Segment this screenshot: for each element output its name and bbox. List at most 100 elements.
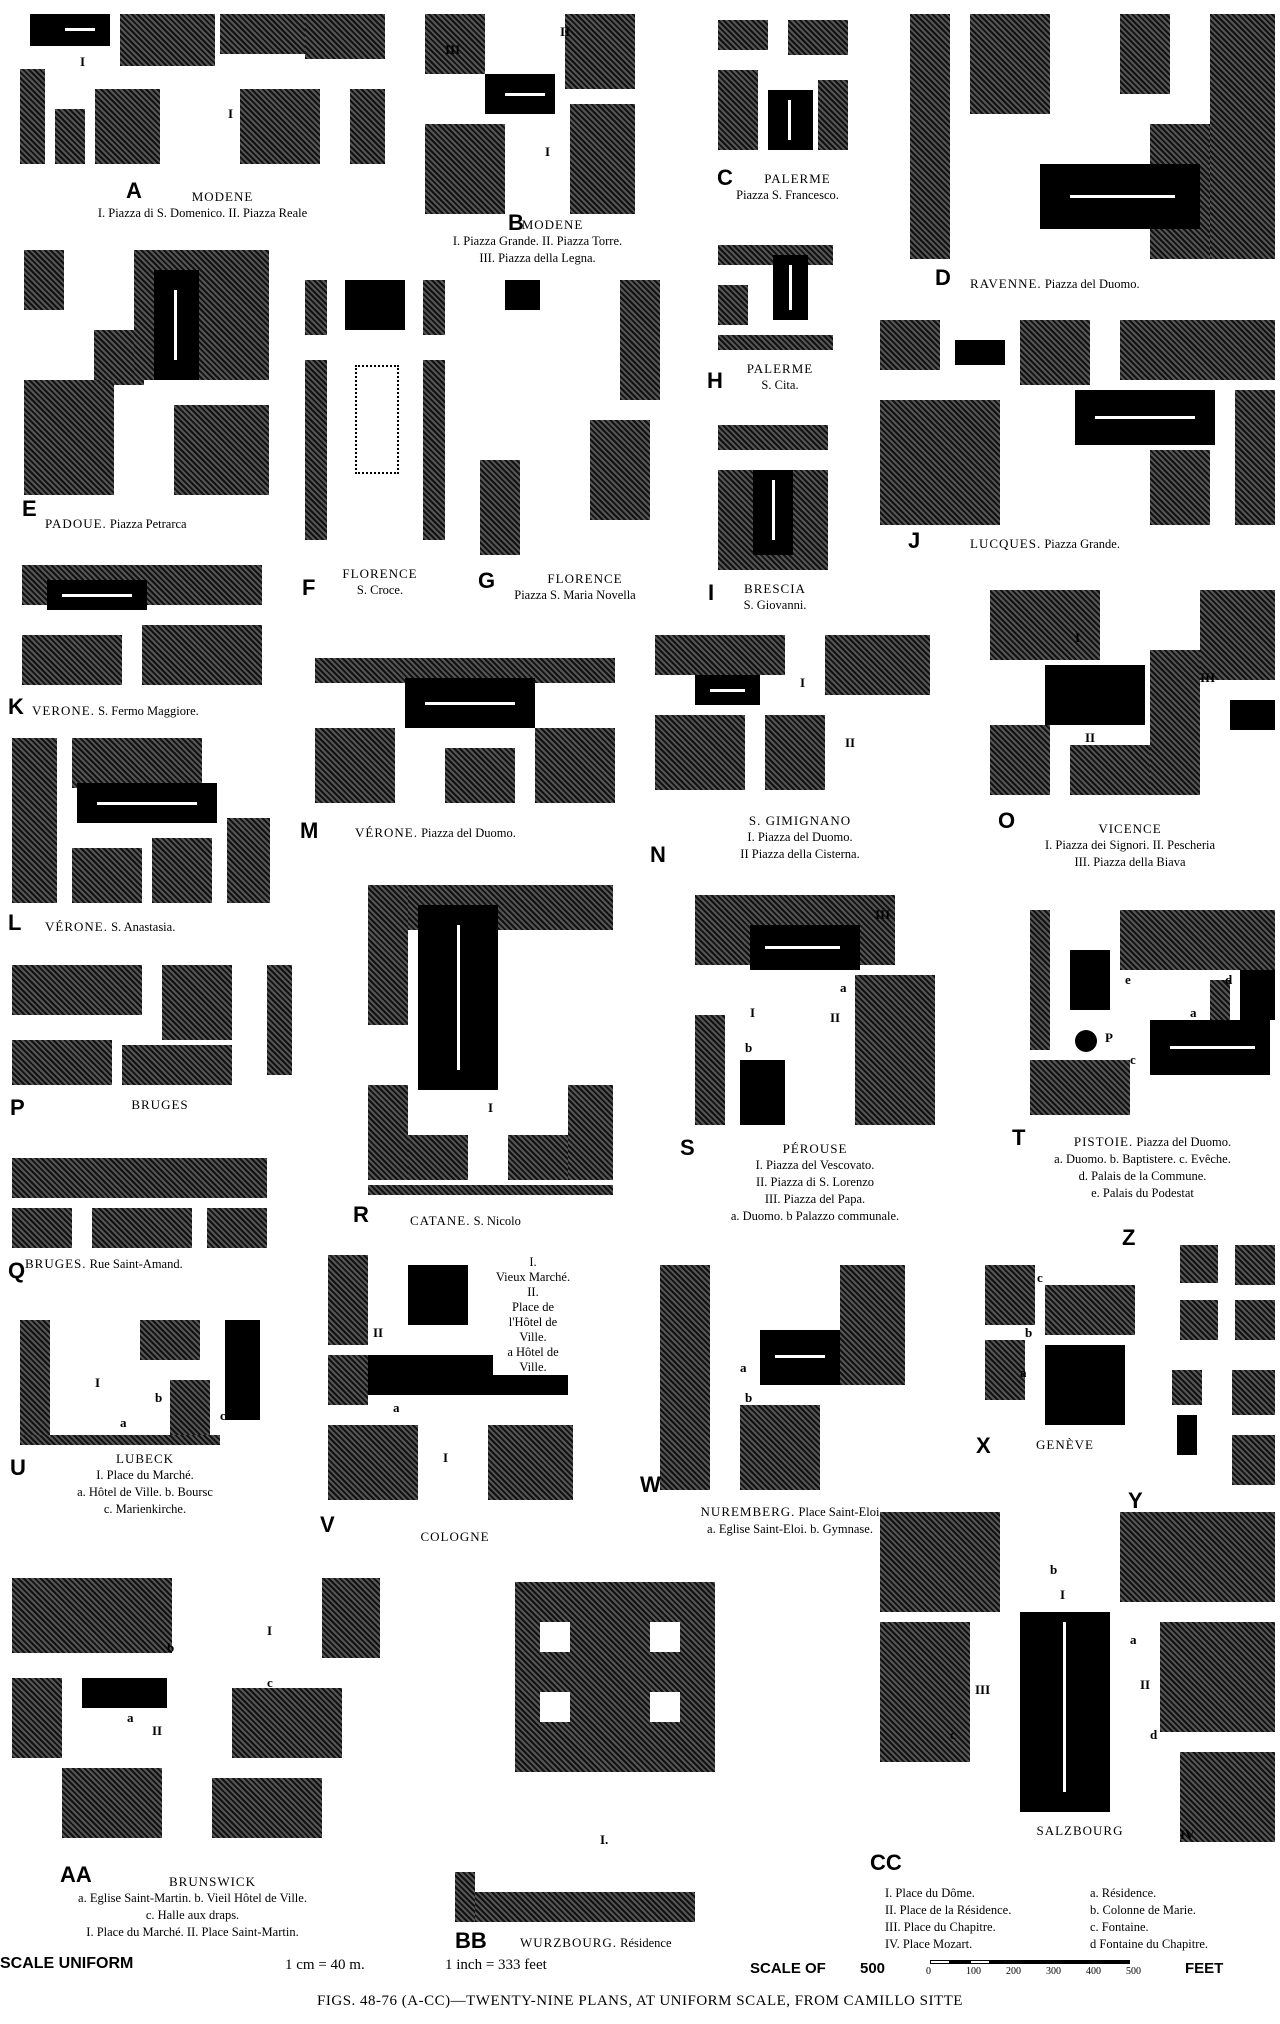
mark-b: b xyxy=(167,1640,175,1655)
plan-caption: PÉROUSE I. Piazza del Vescovato. II. Pia… xyxy=(730,1141,900,1223)
plan-letter: T xyxy=(1012,1125,1026,1150)
mark-c: c xyxy=(267,1675,273,1690)
plan-letter: V xyxy=(320,1512,335,1537)
scale-uniform-label: SCALE UNIFORM xyxy=(0,1955,134,1972)
plan-letter: N xyxy=(650,842,666,867)
mark-ii: II xyxy=(152,1723,163,1738)
mark-c: c xyxy=(950,1727,956,1742)
plan-caption: BRUGES xyxy=(131,1097,189,1112)
mark-ii: II xyxy=(830,1010,841,1025)
mark-d: d xyxy=(1225,972,1233,987)
plan-o: I II III xyxy=(990,590,1275,795)
imperial-scale: 1 inch = 333 feet xyxy=(445,1957,547,1973)
plan-letter: M xyxy=(300,818,319,843)
plan-caption: BRUNSWICK a. Eglise Saint-Martin. b. Vie… xyxy=(78,1874,307,1939)
plan-i xyxy=(718,425,828,570)
plan-caption: BRESCIA S. Giovanni. xyxy=(743,581,807,612)
plan-a: I I xyxy=(20,14,385,179)
plan-caption: PADOUE. Piazza Petrarca xyxy=(45,516,187,531)
mark-a: a xyxy=(120,1415,127,1430)
mark-a: a xyxy=(740,1360,747,1375)
church-block xyxy=(505,280,540,310)
plan-z xyxy=(1180,1245,1275,1345)
plan-t: e d a P c xyxy=(1030,910,1275,1115)
mark-b: b xyxy=(1050,1562,1058,1577)
plan-letter: B xyxy=(508,210,524,235)
plan-s: III a I II b xyxy=(695,895,935,1125)
plan-letter: A xyxy=(126,178,142,203)
plan-q xyxy=(12,1158,267,1248)
plan-caption: VÉRONE. Piazza del Duomo. xyxy=(355,825,516,840)
mark-a: a xyxy=(393,1400,400,1415)
plan-letter: I xyxy=(708,580,715,605)
scale-tick-label: 500 xyxy=(1126,1966,1141,1977)
plan-letter: H xyxy=(707,368,723,393)
plan-letter: K xyxy=(8,694,24,719)
plan-letter: U xyxy=(10,1455,26,1480)
plan-aa: I b c a II xyxy=(12,1578,380,1838)
scale-tick-label: 100 xyxy=(966,1966,981,1977)
mark-b: b xyxy=(745,1390,753,1405)
plan-letter: CC xyxy=(870,1850,902,1875)
building-block xyxy=(740,1060,785,1125)
mark-d: d xyxy=(1150,1727,1158,1742)
plan-caption: WURZBOURG. Résidence xyxy=(520,1935,672,1950)
metric-scale: 1 cm = 40 m. xyxy=(285,1957,365,1973)
plan-caption: RAVENNE. Piazza del Duomo. xyxy=(970,276,1140,291)
mark-c: c xyxy=(220,1408,226,1423)
mark-ii: II xyxy=(1140,1677,1151,1692)
plan-g xyxy=(480,280,660,555)
plan-letter: X xyxy=(976,1433,991,1458)
mark-iv: IV xyxy=(1180,1827,1195,1842)
plan-caption: VERONE. S. Fermo Maggiore. xyxy=(32,703,199,718)
plan-letter: L xyxy=(8,910,22,935)
plan-u: I b a c xyxy=(20,1320,260,1445)
plan-caption: VICENCE I. Piazza dei Signori. II. Pesch… xyxy=(1044,821,1216,869)
mark-a: a xyxy=(1190,1005,1197,1020)
plan-caption: PALERME Piazza S. Francesco. xyxy=(736,171,839,202)
scale-tick-label: 200 xyxy=(1006,1966,1021,1977)
mark-iii: III xyxy=(875,907,891,922)
plan-legend: I. Vieux Marché. II. Place de l'Hôtel de… xyxy=(493,1255,573,1375)
plan-letter: BB xyxy=(455,1928,487,1953)
mark-ii: II xyxy=(373,1325,384,1340)
plan-f xyxy=(305,280,445,555)
mark-i: I xyxy=(800,675,806,690)
plan-x: c b a xyxy=(985,1265,1135,1425)
mark-e: e xyxy=(1125,972,1131,987)
mark-ii: II xyxy=(560,24,571,39)
plan-caption: FLORENCE S. Croce. xyxy=(342,566,418,597)
feet-label: FEET xyxy=(1185,1960,1224,1977)
scale-tick-label: 0 xyxy=(926,1966,931,1977)
plan-caption: VÉRONE. S. Anastasia. xyxy=(45,919,176,934)
church-block xyxy=(345,280,405,330)
mark-iii: III xyxy=(445,42,461,57)
plan-h xyxy=(718,245,833,350)
plan-c xyxy=(718,20,848,150)
mark-i: I xyxy=(443,1450,449,1465)
plan-j xyxy=(880,320,1275,525)
plan-letter: G xyxy=(478,568,496,593)
plan-letter: J xyxy=(908,528,921,553)
plan-p xyxy=(12,965,292,1085)
scale-number: 500 xyxy=(860,1960,886,1977)
plan-caption: GENÈVE xyxy=(1036,1437,1094,1452)
building-block xyxy=(1045,665,1145,725)
plan-y xyxy=(1172,1370,1275,1485)
plan-caption: MODENE I. Piazza di S. Domenico. II. Pia… xyxy=(97,189,308,220)
plan-l xyxy=(12,738,270,903)
plan-caption: PALERME S. Cita. xyxy=(746,361,814,392)
plan-m xyxy=(315,658,615,803)
plan-n: I II xyxy=(655,635,930,790)
mark-i: I xyxy=(750,1005,756,1020)
plan-b: III II I xyxy=(425,14,635,214)
plan-letter: R xyxy=(353,1202,369,1227)
plan-caption: CATANE. S. Nicolo xyxy=(410,1213,521,1228)
plan-e xyxy=(24,250,269,495)
mark-i: I xyxy=(488,1100,494,1115)
plan-letter: F xyxy=(302,575,316,600)
plan-caption: PISTOIE. Piazza del Duomo. a. Duomo. b. … xyxy=(1054,1134,1232,1200)
building-block xyxy=(1045,1345,1125,1425)
plan-letter: W xyxy=(640,1472,661,1497)
mark-c: c xyxy=(1130,1052,1136,1067)
